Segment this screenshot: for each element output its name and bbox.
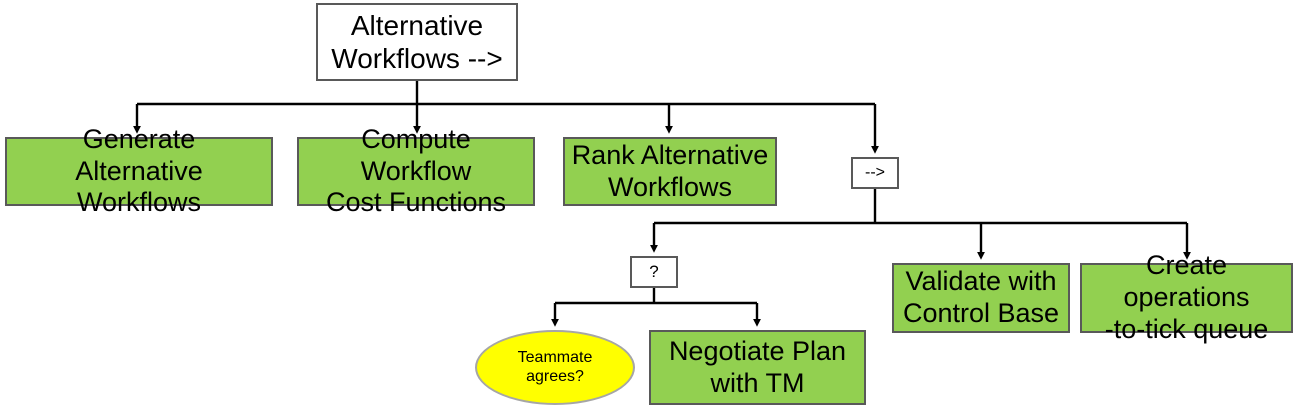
- node-compute-workflow-cost-functions[interactable]: Compute Workflow Cost Functions: [297, 124, 535, 217]
- node-generate-label: Generate Alternative Workflows: [75, 123, 203, 218]
- node-arrow-connector[interactable]: -->: [851, 157, 899, 189]
- node-generate-alternative-workflows[interactable]: Generate Alternative Workflows: [5, 124, 273, 217]
- node-teammate-agrees-label: Teammate agrees?: [517, 348, 593, 385]
- node-root-label: Alternative Workflows -->: [331, 9, 503, 74]
- node-teammate-agrees[interactable]: Teammate agrees?: [475, 330, 635, 405]
- node-negotiate-label: Negotiate Plan with TM: [668, 335, 847, 398]
- node-validate-label: Validate with Control Base: [902, 266, 1060, 328]
- node-create-queue-label: Create operations -to-tick queue: [1104, 250, 1269, 344]
- node-rank-alternative-workflows[interactable]: Rank Alternative Workflows: [563, 137, 777, 206]
- node-validate-with-control-base[interactable]: Validate with Control Base: [892, 263, 1070, 333]
- node-create-operations-to-tick-queue[interactable]: Create operations -to-tick queue: [1080, 250, 1293, 344]
- node-root[interactable]: Alternative Workflows -->: [316, 3, 518, 81]
- node-compute-label: Compute Workflow Cost Functions: [325, 123, 507, 218]
- node-rank-label: Rank Alternative Workflows: [571, 139, 769, 202]
- node-question-label: ?: [649, 261, 659, 281]
- node-negotiate-plan-with-tm[interactable]: Negotiate Plan with TM: [649, 330, 866, 405]
- node-arrow-connector-label: -->: [865, 163, 885, 181]
- node-question-decision[interactable]: ?: [630, 256, 678, 288]
